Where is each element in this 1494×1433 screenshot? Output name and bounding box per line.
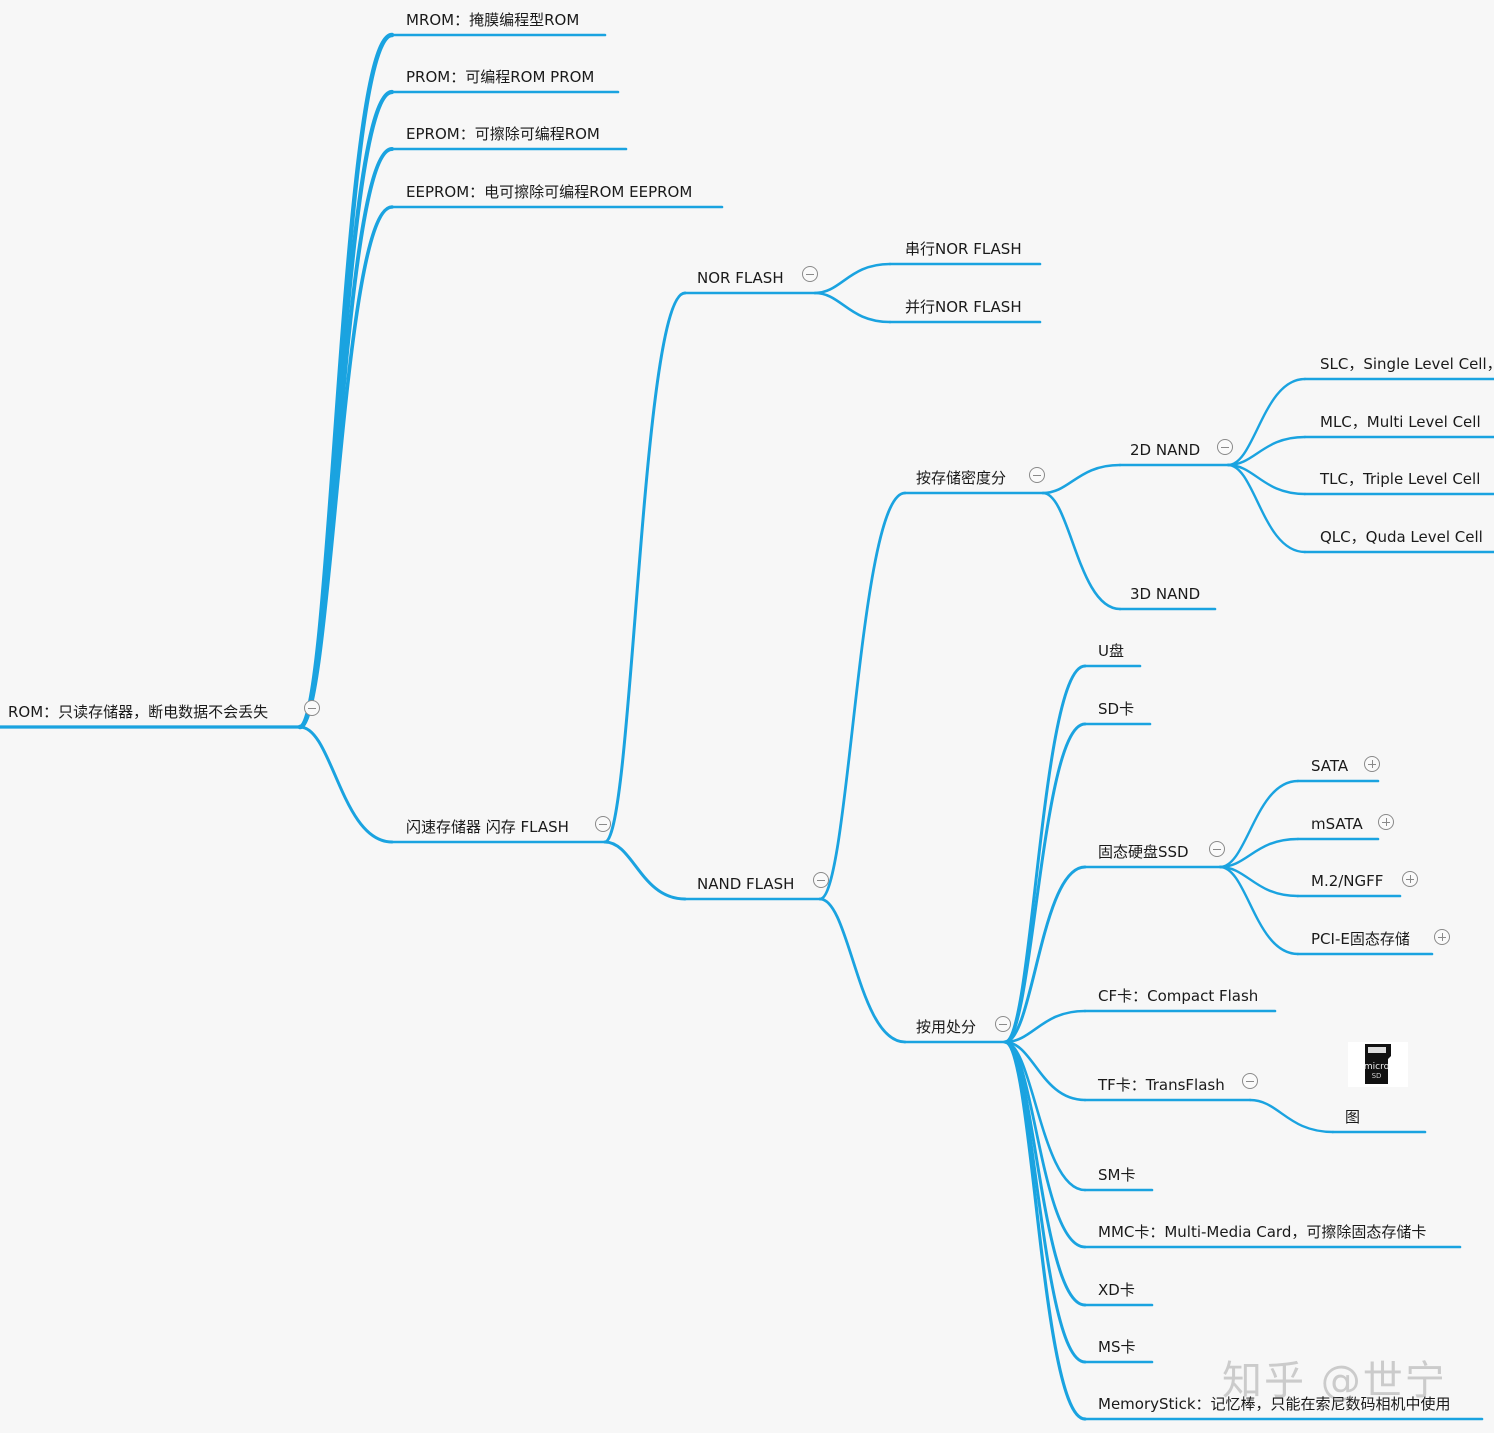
link-msata-curve	[1218, 837, 1300, 869]
collapse-nor-toggle[interactable]	[802, 266, 818, 282]
collapse-flash-toggle[interactable]	[595, 816, 611, 832]
expand-msata-toggle[interactable]	[1378, 814, 1394, 830]
collapse-ssd-toggle[interactable]	[1209, 841, 1225, 857]
expand-m2-toggle[interactable]	[1402, 871, 1418, 887]
node-mlc[interactable]: MLC，Multi Level Cell	[1320, 413, 1481, 431]
link-cf-curve	[1003, 1009, 1087, 1044]
collapse-use-toggle[interactable]	[995, 1016, 1011, 1032]
collapse-tf-toggle[interactable]	[1242, 1073, 1258, 1089]
node-xd-card[interactable]: XD卡	[1098, 1281, 1135, 1299]
watermark: 知乎 @世宁	[1222, 1358, 1447, 1404]
link-2d-curve	[1041, 463, 1122, 495]
link-use-curve	[818, 897, 907, 1044]
link-density-curve	[818, 491, 907, 901]
collapse-density-toggle[interactable]	[1029, 467, 1045, 483]
node-tlc[interactable]: TLC，Triple Level Cell	[1320, 470, 1481, 488]
link-eprom-curve	[298, 147, 394, 729]
link-flash-curve	[298, 725, 394, 844]
node-udisk[interactable]: U盘	[1098, 642, 1124, 660]
node-nand-flash[interactable]: NAND FLASH	[697, 875, 795, 893]
node-pcie[interactable]: PCI-E固态存储	[1311, 930, 1410, 948]
node-msata[interactable]: mSATA	[1311, 815, 1363, 833]
link-3d-curve	[1041, 491, 1122, 611]
link-memstick-curve	[1003, 1040, 1087, 1421]
node-mmc-card[interactable]: MMC卡：Multi-Media Card，可擦除固态存储卡	[1098, 1223, 1427, 1241]
link-mlc-curve	[1226, 435, 1307, 467]
link-udisk-curve	[1003, 664, 1087, 1044]
node-nor-serial[interactable]: 串行NOR FLASH	[905, 240, 1022, 258]
node-tf-card[interactable]: TF卡：TransFlash	[1098, 1076, 1225, 1094]
node-flash[interactable]: 闪速存储器 闪存 FLASH	[406, 818, 569, 836]
node-m2[interactable]: M.2/NGFF	[1311, 872, 1384, 890]
node-by-density[interactable]: 按存储密度分	[916, 469, 1007, 487]
link-qlc-curve	[1226, 463, 1307, 554]
expand-pcie-toggle[interactable]	[1434, 929, 1450, 945]
collapse-rom-toggle[interactable]	[304, 700, 320, 716]
link-nand-curve	[603, 840, 687, 901]
node-eprom[interactable]: EPROM：可擦除可编程ROM	[406, 125, 600, 143]
link-m2-curve	[1218, 865, 1300, 898]
node-qlc[interactable]: QLC，Quda Level Cell	[1320, 528, 1483, 546]
node-sata[interactable]: SATA	[1311, 757, 1349, 775]
node-slc[interactable]: SLC，Single Level Cell，	[1320, 355, 1494, 373]
collapse-nand-toggle[interactable]	[813, 872, 829, 888]
link-nor-curve	[603, 291, 687, 844]
node-by-use[interactable]: 按用处分	[916, 1018, 977, 1036]
node-nor-parallel[interactable]: 并行NOR FLASH	[905, 298, 1022, 316]
svg-text:micro: micro	[1364, 1062, 1390, 1072]
node-2d-nand[interactable]: 2D NAND	[1130, 441, 1201, 459]
link-ssd-curve	[1003, 865, 1087, 1044]
link-eeprom-curve	[298, 205, 394, 729]
node-tf-image-label[interactable]: 图	[1345, 1108, 1361, 1126]
node-prom[interactable]: PROM：可编程ROM PROM	[406, 68, 595, 86]
link-sata-curve	[1218, 779, 1300, 869]
node-nor-flash[interactable]: NOR FLASH	[697, 269, 784, 287]
link-slc-curve	[1226, 377, 1307, 467]
link-pcie-curve	[1218, 865, 1300, 956]
link-tf-image-curve	[1248, 1098, 1335, 1134]
microsd-card-icon[interactable]: micro SD	[1348, 1042, 1408, 1087]
link-sd-curve	[1003, 722, 1087, 1044]
node-ms-card[interactable]: MS卡	[1098, 1338, 1136, 1356]
node-cf-card[interactable]: CF卡：Compact Flash	[1098, 987, 1259, 1005]
node-sm-card[interactable]: SM卡	[1098, 1166, 1136, 1184]
link-nor-parallel-curve	[813, 291, 892, 324]
node-3d-nand[interactable]: 3D NAND	[1130, 585, 1201, 603]
expand-sata-toggle[interactable]	[1364, 756, 1380, 772]
node-memorystick[interactable]: MemoryStick：记忆棒，只能在索尼数码相机中使用	[1098, 1395, 1451, 1413]
link-nor-serial-curve	[813, 262, 892, 295]
collapse-2d-nand-toggle[interactable]	[1217, 439, 1233, 455]
svg-text:SD: SD	[1372, 1072, 1382, 1080]
node-eeprom[interactable]: EEPROM：电可擦除可编程ROM EEPROM	[406, 183, 693, 201]
node-sd-card[interactable]: SD卡	[1098, 700, 1135, 718]
node-ssd[interactable]: 固态硬盘SSD	[1098, 843, 1189, 861]
link-tf-curve	[1003, 1040, 1087, 1102]
link-tlc-curve	[1226, 463, 1307, 496]
node-mrom[interactable]: MROM：掩膜编程型ROM	[406, 11, 580, 29]
node-rom[interactable]: ROM：只读存储器，断电数据不会丢失	[8, 703, 269, 721]
